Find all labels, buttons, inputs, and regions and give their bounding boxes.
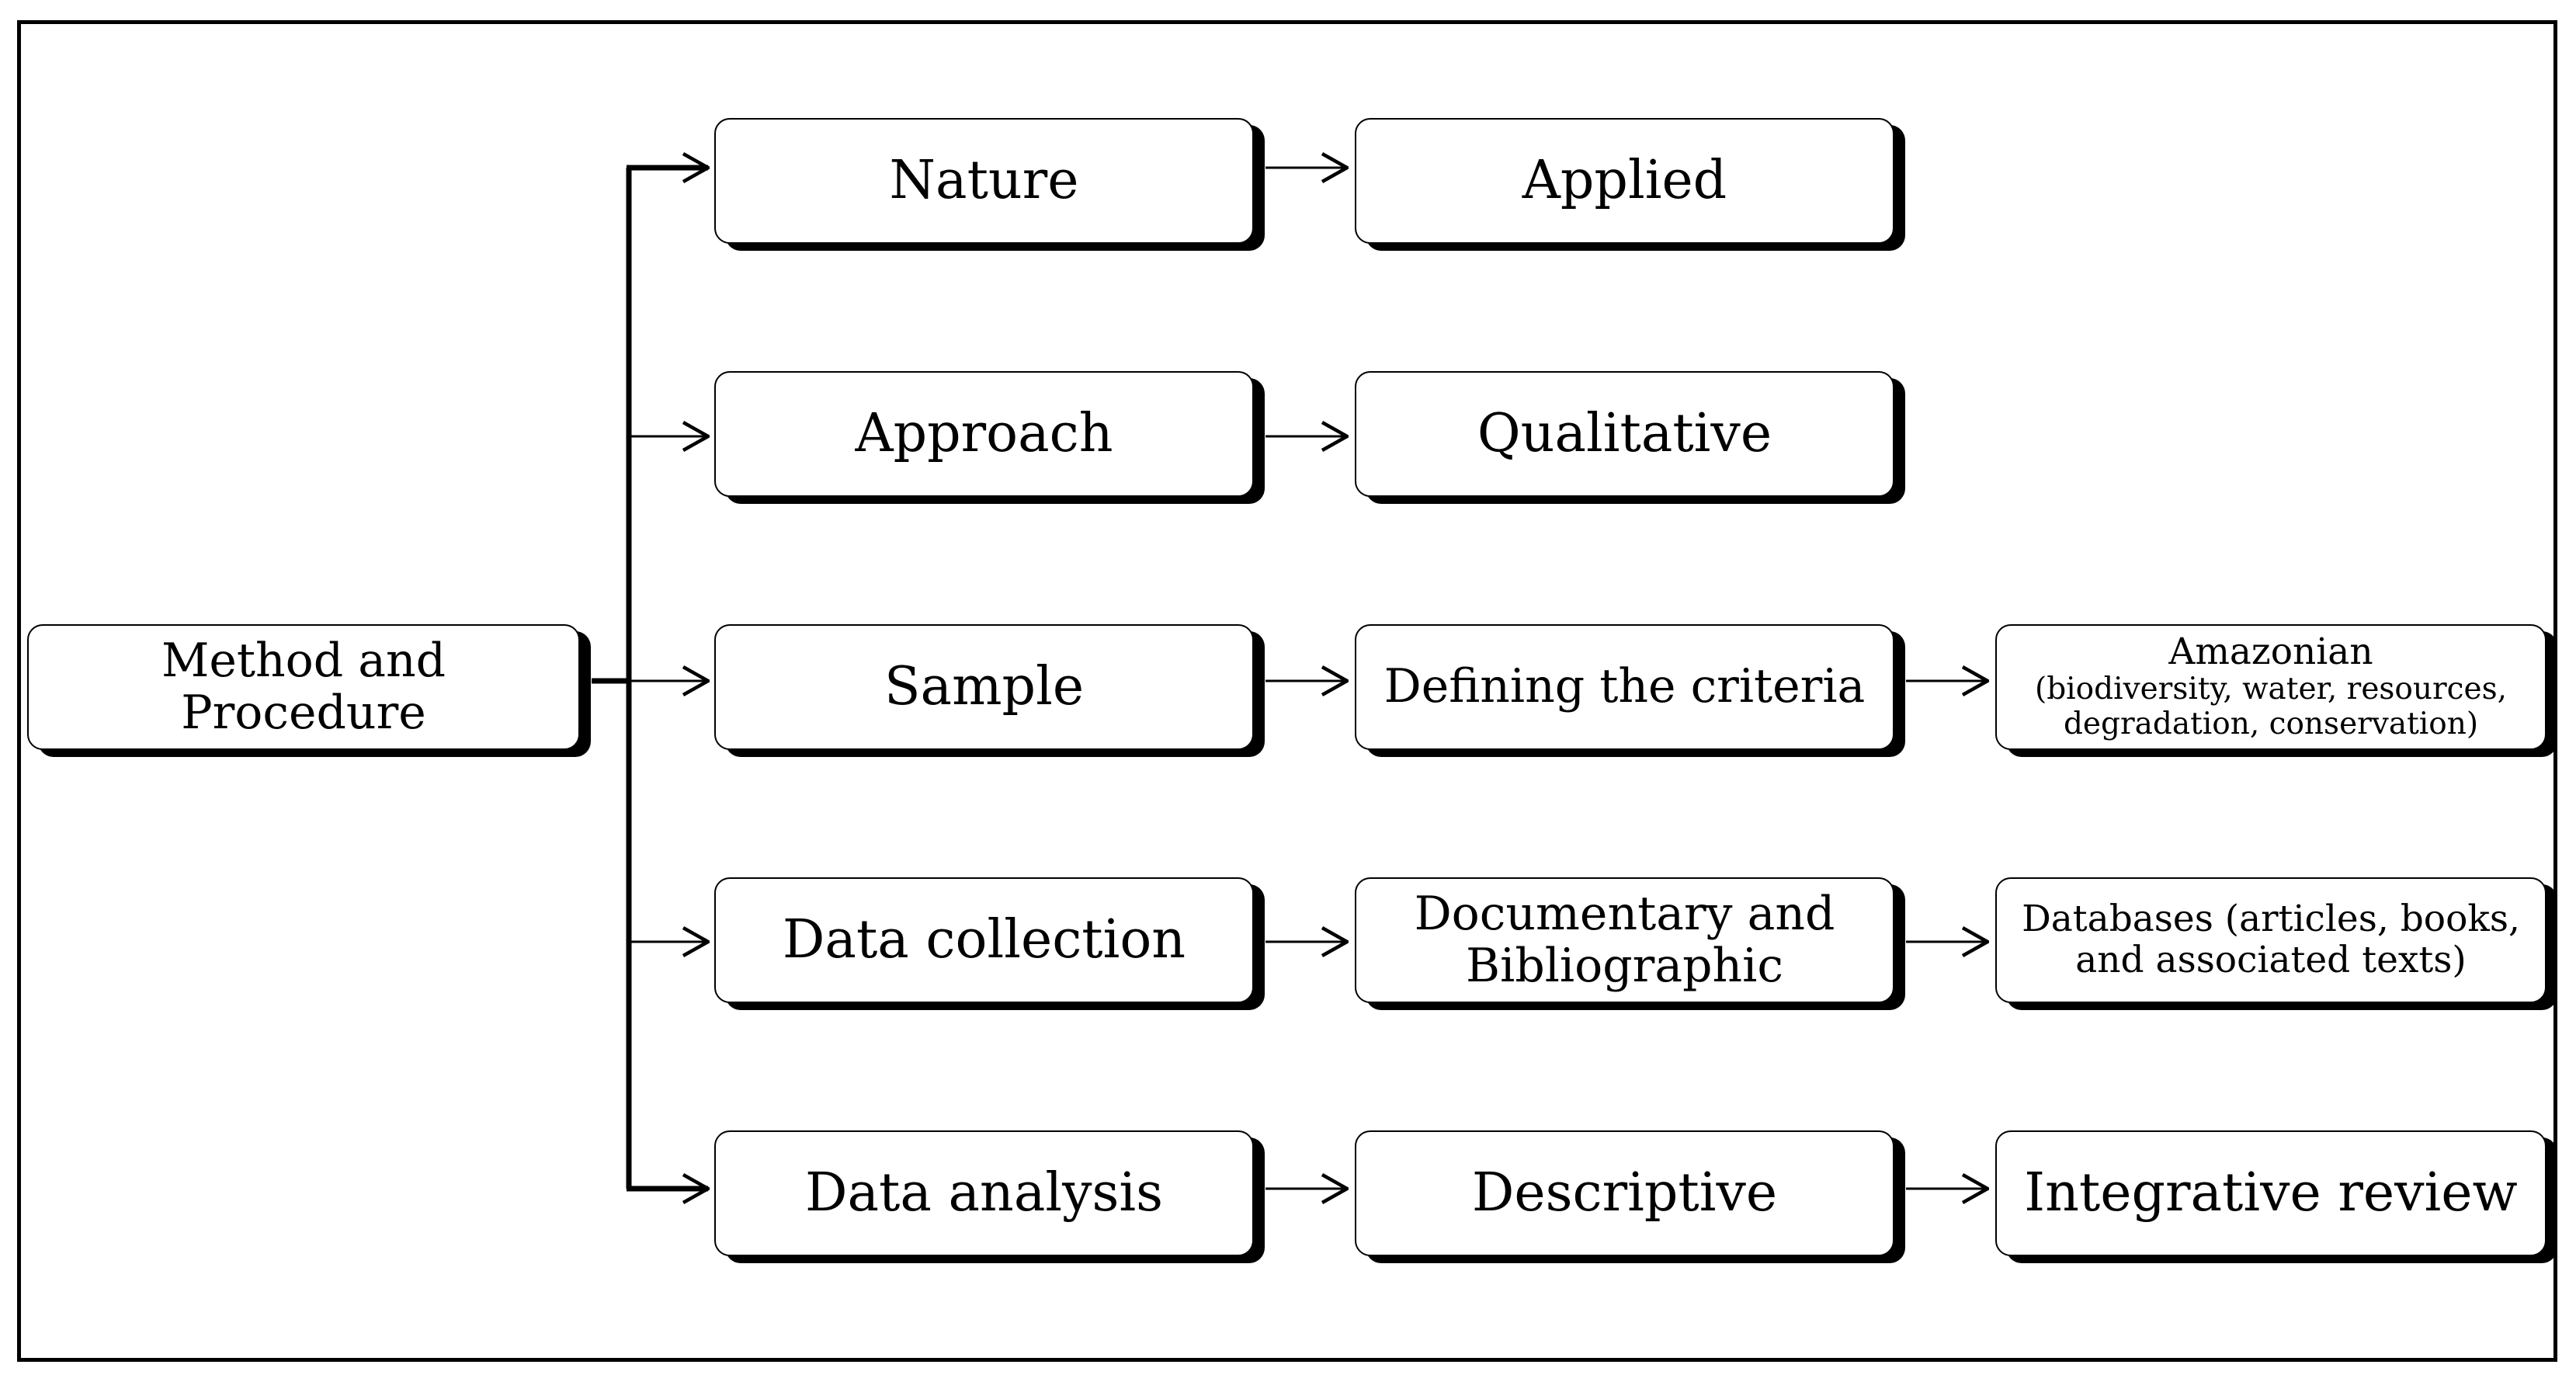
box-defining-criteria-label: Defining the criteria xyxy=(1383,659,1866,714)
box-nature-label: Nature xyxy=(889,149,1079,211)
box-sample: Sample xyxy=(714,624,1254,750)
box-defining-criteria: Defining the criteria xyxy=(1355,624,1894,750)
box-data-analysis-label: Data analysis xyxy=(804,1161,1164,1224)
box-amazonian: Amazonian (biodiversity, water, resource… xyxy=(1995,624,2546,750)
box-applied-label: Applied xyxy=(1522,149,1727,211)
box-descriptive: Descriptive xyxy=(1355,1130,1894,1256)
box-databases-line1: Databases (articles, books, xyxy=(2022,898,2520,941)
box-documentary-line1: Documentary and xyxy=(1414,886,1835,941)
box-descriptive-label: Descriptive xyxy=(1471,1161,1778,1224)
box-approach-label: Approach xyxy=(855,402,1113,464)
box-amazonian-detail-line1: (biodiversity, water, resources, xyxy=(2035,672,2507,707)
box-nature: Nature xyxy=(714,118,1254,244)
box-integrative-review-label: Integrative review xyxy=(2024,1161,2518,1224)
box-documentary-line2: Bibliographic xyxy=(1466,939,1783,993)
box-amazonian-detail-line2: degradation, conservation) xyxy=(2063,707,2479,742)
box-data-analysis: Data analysis xyxy=(714,1130,1254,1256)
box-data-collection-label: Data collection xyxy=(782,908,1186,970)
box-documentary-bibliographic: Documentary and Bibliographic xyxy=(1355,877,1894,1003)
box-integrative-review: Integrative review xyxy=(1995,1130,2546,1256)
box-sample-label: Sample xyxy=(884,655,1085,717)
root-label-line1: Method and xyxy=(161,633,446,688)
box-databases-line2: and associated texts) xyxy=(2075,939,2467,981)
box-approach: Approach xyxy=(714,371,1254,497)
box-amazonian-title: Amazonian xyxy=(2168,630,2373,673)
box-databases: Databases (articles, books, and associat… xyxy=(1995,877,2546,1003)
root-label-line2: Procedure xyxy=(181,686,426,740)
box-qualitative-label: Qualitative xyxy=(1477,402,1772,464)
root-box-method-procedure: Method and Procedure xyxy=(27,624,580,750)
box-data-collection: Data collection xyxy=(714,877,1254,1003)
box-applied: Applied xyxy=(1355,118,1894,244)
box-qualitative: Qualitative xyxy=(1355,371,1894,497)
